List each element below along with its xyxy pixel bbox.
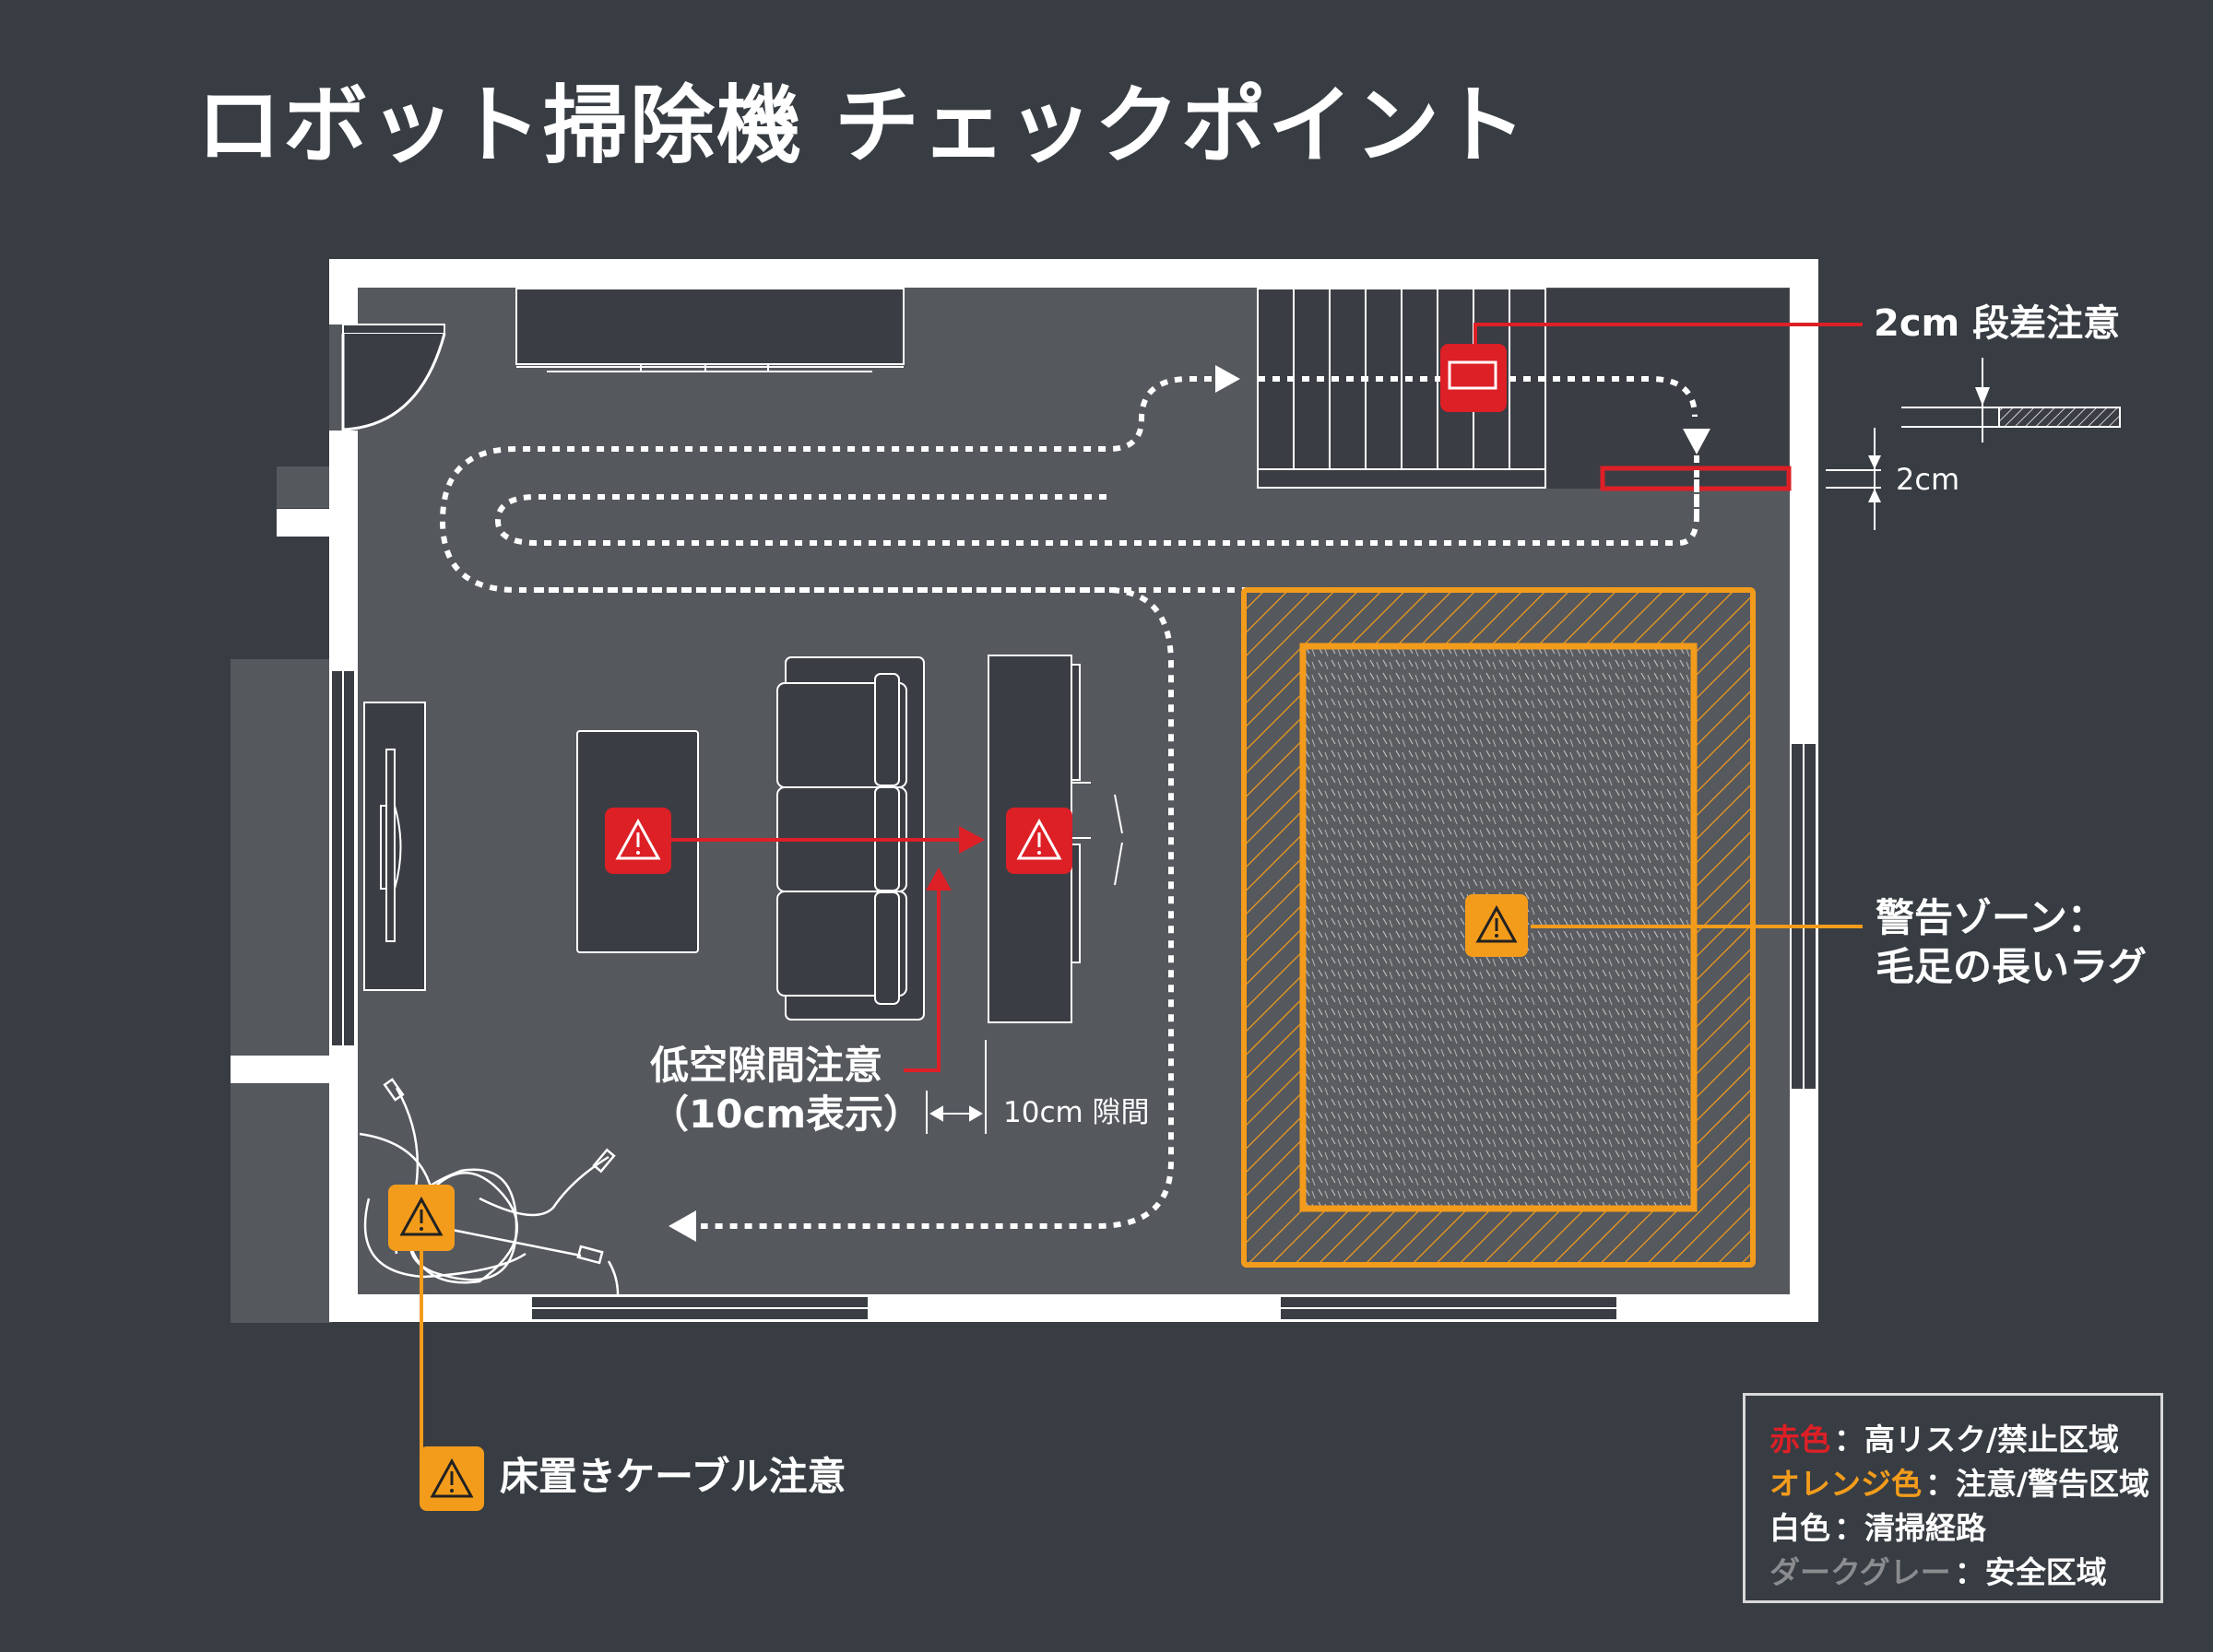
step-dimension-label: 2cm [1896,462,1960,497]
low-gap-line2: （10cm表示） [650,1091,923,1137]
legend-item-orange: オレンジ色：注意/警告区域 [1769,1462,2160,1506]
path-arrow-icon [1683,429,1710,454]
legend-key: オレンジ色 [1769,1466,1922,1502]
rug-warning-badge [1465,894,1528,957]
stairs [1257,288,1789,489]
low-gap-arrows [671,826,985,1072]
legend-value: ：高リスク/禁止区域 [1834,1422,2120,1457]
bottom-window [530,1295,1618,1321]
warning-triangle-icon [1475,904,1518,943]
tv-cabinet [515,288,905,372]
right-window [1790,742,1817,1091]
low-gap-label: 低空隙間注意 （10cm表示） [650,1042,922,1139]
coffee-table-warning-badge [605,808,671,874]
left-window [330,669,356,1047]
gap-dimension [926,1040,987,1134]
page-title: ロボット掃除機 チェックポイント [195,77,1529,175]
legend-item-white: 白色：清掃経路 [1769,1506,2160,1551]
step-warning-label: 2cm 段差注意 [1874,302,2121,345]
gap-dimension-label: 10cm 隙間 [1003,1096,1150,1129]
warning-triangle-icon [1016,818,1062,860]
legend-value: ：注意/警告区域 [1925,1466,2150,1502]
legend-value: ：安全区域 [1954,1554,2107,1590]
legend-item-gray: ダークグレー：安全区域 [1769,1551,2160,1595]
threshold-icon [1448,360,1497,390]
warning-triangle-icon [615,818,661,860]
legend-key: ダークグレー [1769,1554,1951,1590]
low-gap-line1: 低空隙間注意 [650,1043,883,1088]
step-warning-badge [1440,344,1507,412]
rug-warning-label: 警告ゾーン： 毛足の長いラグ [1876,894,2147,991]
warning-triangle-icon [399,1196,444,1236]
door [329,324,446,431]
legend-value: ：清掃経路 [1834,1510,1986,1546]
cleaning-path [439,376,1699,1229]
path-arrow-icon [1215,365,1240,393]
legend-key: 白色 [1769,1510,1830,1546]
legend: 赤色：高リスク/禁止区域 オレンジ色：注意/警告区域 白色：清掃経路 ダークグレ… [1743,1393,2163,1603]
legend-key: 赤色 [1769,1422,1830,1457]
tv-stand [363,702,426,991]
step-detail-diagram [1826,358,2121,530]
legend-item-red: 赤色：高リスク/禁止区域 [1769,1418,2160,1462]
adjacent-room [231,1074,332,1323]
adjacent-room [231,659,332,1056]
floor-cables [359,1078,620,1295]
shelf-warning-badge [1006,808,1072,874]
warning-triangle-icon [430,1457,474,1498]
rug-warning-line1: 警告ゾーン： [1876,895,2106,940]
cable-warning-label: 床置きケーブル注意 [500,1454,846,1499]
cable-warning-badge [388,1185,455,1251]
cable-label-badge [420,1446,484,1511]
rug-warning-line2: 毛足の長いラグ [1876,943,2148,989]
path-arrow-icon [669,1210,696,1242]
